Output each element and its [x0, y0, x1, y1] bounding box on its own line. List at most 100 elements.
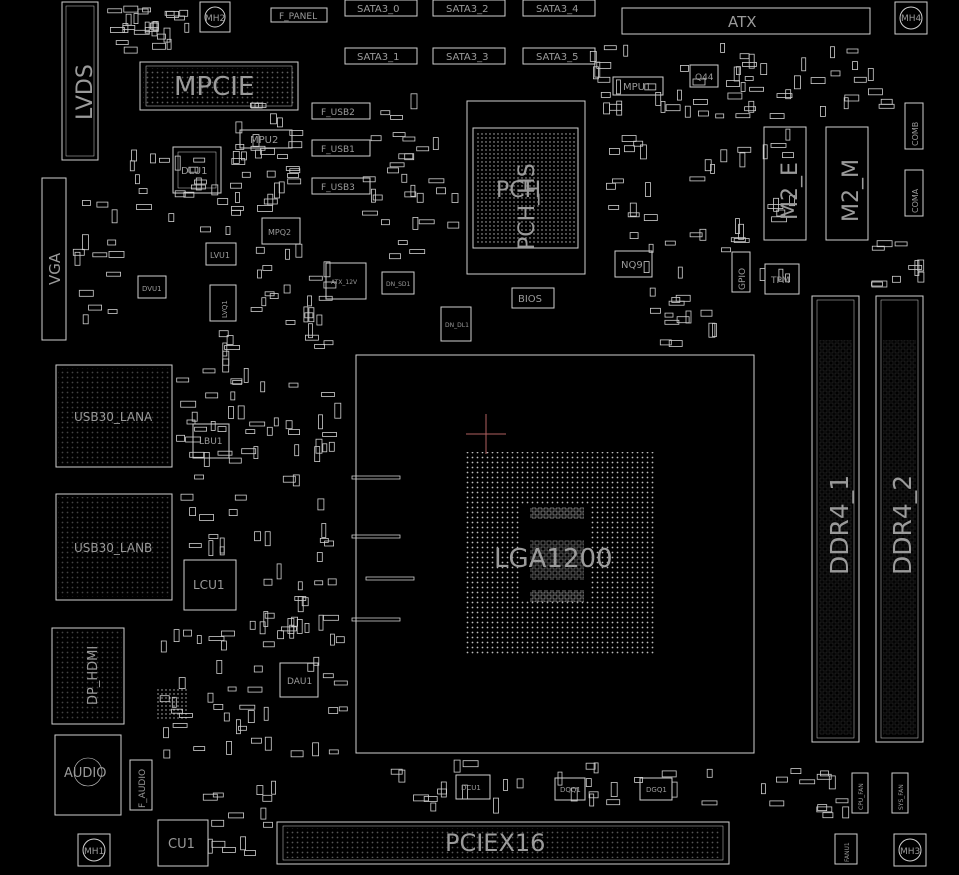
passive-component — [307, 662, 315, 672]
passive-component — [244, 850, 256, 856]
lga1200-label: LGA1200 — [494, 544, 613, 574]
passive-component — [610, 782, 618, 797]
m2-m-label: M2_M — [839, 159, 864, 222]
dau1-label: DAU1 — [287, 677, 312, 687]
cpu-fan-label: CPU_FAN — [858, 783, 865, 810]
mounting-hole-mh1 — [77, 833, 111, 867]
passive-component — [250, 307, 263, 312]
passive-component — [712, 323, 717, 337]
passive-component — [304, 623, 310, 633]
passive-component — [413, 794, 429, 802]
passive-component — [290, 750, 304, 758]
tpm-label: TPM — [770, 276, 790, 286]
passive-component — [830, 70, 841, 77]
passive-component — [260, 147, 276, 155]
passive-component — [228, 406, 234, 419]
f-panel-label: F_PANEL — [279, 12, 317, 22]
passive-component — [314, 580, 324, 586]
passive-component — [744, 76, 754, 81]
passive-component — [133, 29, 150, 35]
passive-component — [249, 421, 266, 427]
passive-component — [303, 306, 309, 323]
passive-component — [269, 113, 277, 125]
passive-component — [820, 106, 826, 117]
passive-component — [693, 99, 708, 105]
passive-component — [727, 92, 743, 100]
passive-component — [759, 268, 766, 282]
passive-component — [708, 322, 716, 338]
passive-component — [316, 552, 323, 562]
lvu1-label: LVU1 — [210, 251, 230, 260]
passive-component — [338, 706, 348, 712]
passive-component — [219, 537, 225, 554]
passive-component — [362, 210, 378, 216]
passive-component — [282, 475, 296, 483]
passive-component — [188, 166, 199, 173]
usb30-lana-connector — [55, 364, 173, 468]
m2-m-slot — [825, 126, 869, 241]
passive-component — [665, 104, 681, 112]
passive-component — [219, 546, 225, 556]
passive-component — [655, 92, 662, 106]
passive-component — [410, 93, 418, 110]
chip-dn-sd1 — [381, 271, 415, 295]
passive-component — [297, 581, 303, 591]
passive-component — [260, 807, 267, 820]
chip-dvu1 — [137, 275, 167, 299]
passive-component — [317, 498, 325, 511]
passive-component — [189, 507, 197, 517]
f-usb2-label: F_USB2 — [321, 108, 355, 118]
passive-component — [133, 13, 139, 25]
passive-component — [594, 61, 601, 78]
passive-component — [228, 509, 238, 517]
passive-component — [160, 640, 167, 653]
passive-component — [287, 618, 295, 634]
passive-component — [892, 275, 901, 283]
passive-component — [227, 686, 237, 692]
passive-component — [217, 450, 233, 456]
passive-component — [194, 426, 208, 432]
passive-component — [917, 271, 925, 283]
passive-component — [735, 113, 751, 119]
passive-component — [232, 150, 240, 164]
passive-component — [447, 221, 460, 229]
mpu2-label: MPU2 — [250, 135, 278, 146]
passive-component — [237, 405, 245, 420]
passive-component — [156, 33, 166, 40]
passive-component — [593, 66, 599, 80]
passive-component — [664, 312, 674, 318]
bios-label: BIOS — [518, 294, 542, 305]
passive-component — [557, 771, 563, 786]
ddr4-2-slot — [875, 295, 924, 743]
passive-component — [208, 540, 214, 556]
passive-component — [328, 441, 335, 452]
mpq2-label: MPQ2 — [268, 228, 291, 237]
passive-component — [318, 614, 324, 631]
passive-component — [640, 144, 647, 160]
passive-component — [606, 182, 616, 190]
passive-component — [276, 117, 283, 128]
passive-component — [263, 706, 269, 721]
passive-component — [846, 48, 859, 54]
passive-component — [240, 151, 247, 161]
passive-component — [180, 493, 194, 501]
gpio-header — [731, 251, 751, 293]
passive-component — [701, 800, 718, 806]
passive-component — [308, 275, 323, 281]
passive-component — [914, 260, 920, 276]
passive-component — [142, 7, 152, 13]
passive-component — [263, 611, 269, 627]
passive-component — [606, 799, 621, 806]
passive-component — [107, 309, 118, 314]
socket-side-bar — [365, 576, 415, 581]
passive-component — [115, 40, 129, 45]
passive-component — [288, 382, 299, 388]
passive-component — [409, 249, 426, 255]
passive-component — [200, 226, 211, 233]
passive-component — [72, 248, 85, 256]
passive-component — [235, 719, 241, 735]
passive-component — [172, 723, 188, 728]
passive-component — [203, 451, 210, 467]
passive-component — [253, 446, 259, 460]
